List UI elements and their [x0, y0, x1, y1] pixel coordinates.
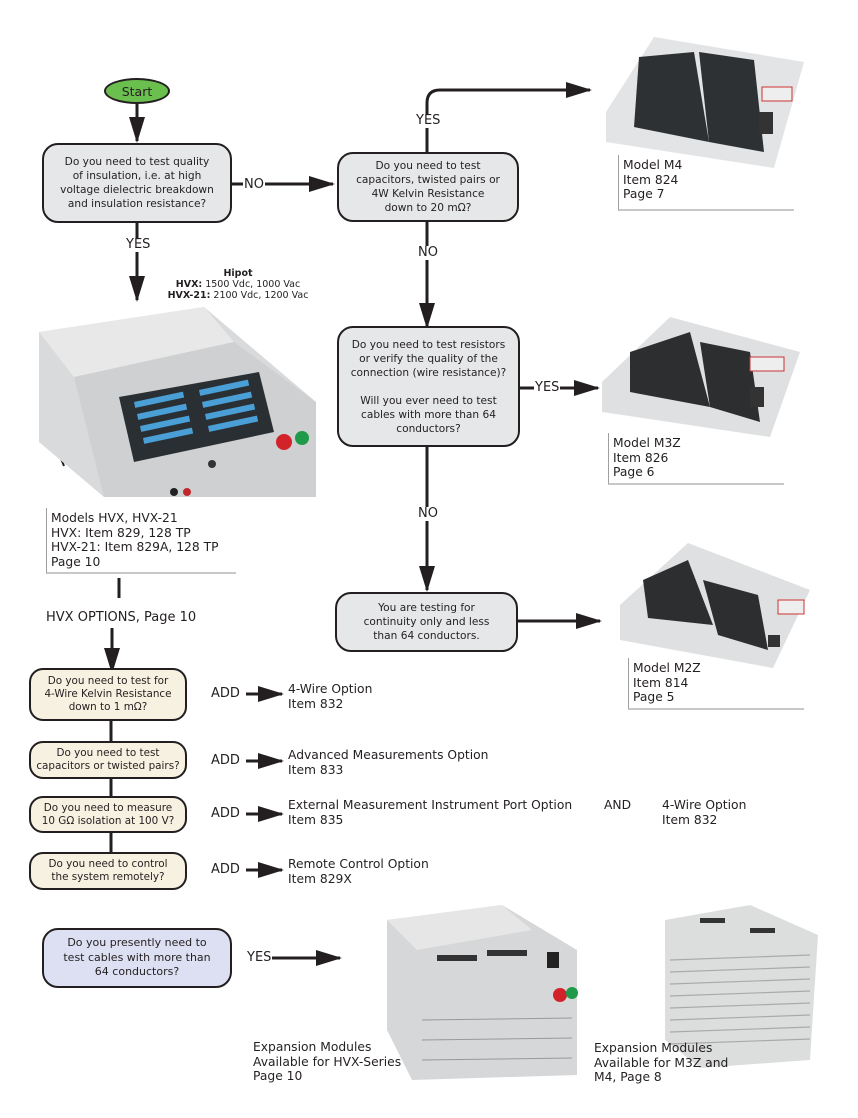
- hipot-hvx21: HVX-21: 2100 Vdc, 1200 Vac: [167, 290, 309, 301]
- hvx-device-image: [39, 307, 316, 497]
- option-result-remote: Remote Control Option Item 829X: [288, 857, 429, 886]
- option-result-external: External Measurement Instrument Port Opt…: [288, 798, 573, 827]
- caption-expansion-hvx: Expansion Modules Available for HVX-Seri…: [253, 1040, 402, 1083]
- hipot-title: Hipot: [223, 268, 253, 279]
- label-yes-1: YES: [125, 237, 152, 252]
- start-label: Start: [121, 83, 153, 99]
- caption-hvx: Models HVX, HVX-21 HVX: Item 829, 128 TP…: [46, 508, 236, 574]
- options-header: HVX OPTIONS, Page 10: [45, 610, 198, 625]
- option-result-4wire-extra: 4-Wire Option Item 832: [662, 798, 747, 827]
- caption-m2z: Model M2Z Item 814 Page 5: [628, 658, 804, 710]
- label-no-3: NO: [417, 506, 439, 521]
- m2z-device-image: [620, 543, 810, 668]
- add-label-1: ADD: [210, 686, 241, 701]
- question-resistors: Do you need to test resistors or verify …: [337, 326, 520, 447]
- question-expansion: Do you presently need to test cables wit…: [42, 928, 232, 988]
- m3z-expansion-device-image: [665, 905, 818, 1068]
- caption-m4: Model M4 Item 824 Page 7: [618, 155, 794, 211]
- option-question-remote: Do you need to control the system remote…: [29, 852, 187, 890]
- option-question-capacitors: Do you need to test capacitors or twiste…: [29, 741, 187, 779]
- m4-device-image: [606, 37, 804, 168]
- result-continuity: You are testing for continuity only and …: [335, 592, 518, 652]
- option-question-4wire: Do you need to test for 4-Wire Kelvin Re…: [29, 668, 187, 721]
- add-label-3: ADD: [210, 806, 241, 821]
- label-yes-3: YES: [534, 380, 561, 395]
- hipot-hvx: HVX: 1500 Vdc, 1000 Vac: [175, 279, 301, 290]
- add-label-4: ADD: [210, 862, 241, 877]
- question-capacitors: Do you need to test capacitors, twisted …: [337, 152, 519, 222]
- start-node: Start: [104, 78, 170, 104]
- add-label-2: ADD: [210, 753, 241, 768]
- question-insulation: Do you need to test quality of insulatio…: [42, 143, 232, 223]
- option-result-advanced: Advanced Measurements Option Item 833: [288, 748, 489, 777]
- label-no-1: NO: [243, 177, 265, 192]
- arrow-q2-yes: [425, 82, 592, 152]
- label-yes-2: YES: [415, 113, 442, 128]
- option-and-label: AND: [604, 798, 632, 812]
- caption-expansion-m3z: Expansion Modules Available for M3Z and …: [594, 1041, 729, 1084]
- caption-m3z: Model M3Z Item 826 Page 6: [608, 433, 784, 485]
- label-no-2: NO: [417, 245, 439, 260]
- option-result-4wire: 4-Wire Option Item 832: [288, 682, 373, 711]
- m3z-device-image: [602, 317, 800, 437]
- label-yes-4: YES: [246, 950, 273, 965]
- hipot-spec: Hipot HVX: 1500 Vdc, 1000 Vac HVX-21: 21…: [140, 268, 336, 301]
- option-question-isolation: Do you need to measure 10 GΩ isolation a…: [29, 796, 187, 833]
- hvx-expansion-device-image: [387, 905, 578, 1080]
